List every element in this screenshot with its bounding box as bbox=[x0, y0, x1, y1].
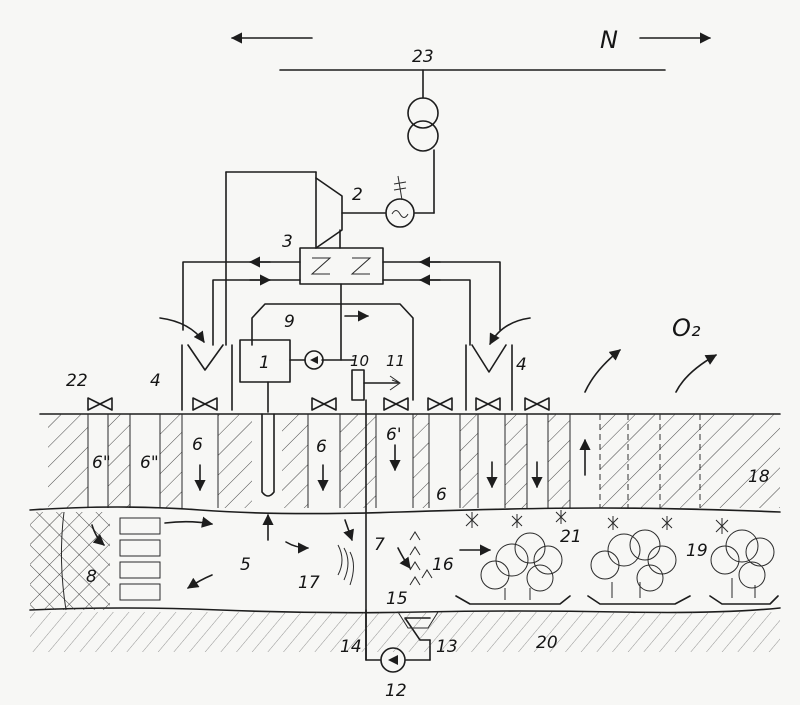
overburden bbox=[48, 414, 780, 508]
label-16: 16 bbox=[432, 555, 454, 575]
gas-flow-arrows bbox=[91, 513, 492, 589]
label-6a: 6 bbox=[192, 435, 203, 455]
generator bbox=[341, 175, 415, 228]
tree-cluster-1 bbox=[455, 532, 571, 605]
label-4-right: 4 bbox=[516, 355, 527, 375]
label-7: 7 bbox=[374, 535, 385, 555]
rubble-zone bbox=[119, 517, 161, 601]
air-intake-left bbox=[159, 317, 233, 411]
unit-1 bbox=[239, 339, 291, 383]
label-6b: 6 bbox=[316, 437, 327, 457]
label-6c: 6 bbox=[436, 485, 447, 505]
borehole-arrows bbox=[194, 438, 591, 492]
seam-top bbox=[29, 506, 781, 515]
label-18: 18 bbox=[748, 467, 770, 487]
transformer bbox=[407, 69, 439, 214]
label-8: 8 bbox=[86, 567, 97, 587]
pipe-9 bbox=[251, 303, 414, 401]
vegetation-zone bbox=[455, 529, 779, 605]
heater-u-tube bbox=[261, 413, 275, 497]
air-intake-right bbox=[465, 317, 531, 411]
star-marks bbox=[465, 510, 729, 534]
label-6pp-b: 6" bbox=[140, 453, 159, 473]
tree-cluster-2 bbox=[587, 529, 691, 605]
label-5: 5 bbox=[240, 555, 251, 575]
label-9: 9 bbox=[284, 312, 295, 332]
base-rock bbox=[30, 612, 780, 652]
label-3: 3 bbox=[282, 232, 293, 252]
valves bbox=[87, 397, 550, 411]
valve-22 bbox=[87, 397, 113, 411]
label-2: 2 bbox=[352, 185, 363, 205]
crack-marks bbox=[337, 544, 354, 586]
element-10 bbox=[351, 369, 365, 401]
pump-icon bbox=[304, 350, 324, 370]
label-23: 23 bbox=[412, 47, 434, 67]
turbine bbox=[225, 171, 343, 346]
label-10: 10 bbox=[350, 352, 369, 370]
label-19: 19 bbox=[686, 541, 708, 561]
label-17: 17 bbox=[298, 573, 320, 593]
label-22: 22 bbox=[66, 371, 88, 391]
circulation-pipes bbox=[182, 256, 501, 346]
label-1: 1 bbox=[259, 353, 270, 373]
label-20: 20 bbox=[536, 633, 558, 653]
label-21: 21 bbox=[560, 527, 582, 547]
chevron-marks bbox=[409, 531, 433, 586]
label-11: 11 bbox=[386, 352, 405, 370]
label-6pp-a: 6" bbox=[92, 453, 111, 473]
zone-8 bbox=[30, 512, 110, 610]
tree-cluster-3 bbox=[709, 529, 779, 605]
label-12: 12 bbox=[385, 681, 407, 701]
label-4-left: 4 bbox=[150, 371, 161, 391]
label-15: 15 bbox=[386, 589, 408, 609]
north-label: N bbox=[600, 26, 618, 54]
label-o2: O₂ bbox=[672, 314, 701, 342]
label-6p: 6' bbox=[386, 425, 402, 445]
heat-exchanger bbox=[299, 247, 384, 361]
